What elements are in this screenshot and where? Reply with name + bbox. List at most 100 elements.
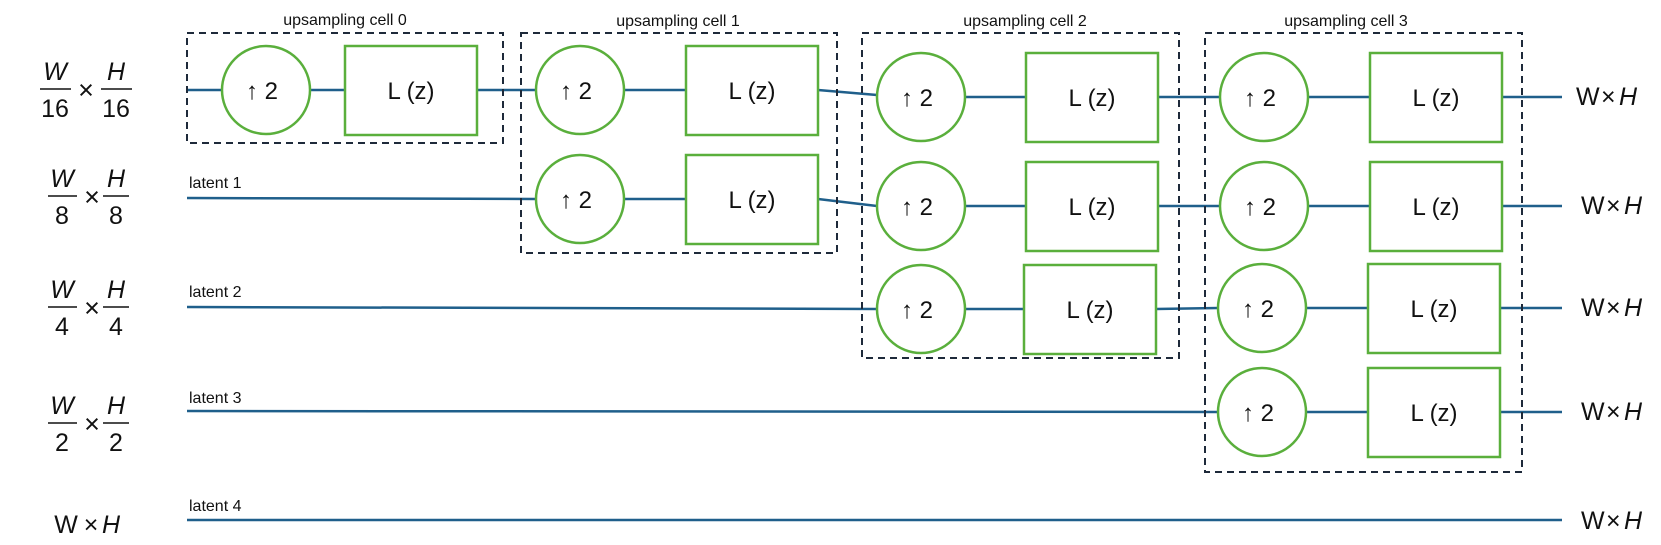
upsample-label: ↑ 2 [560, 187, 592, 214]
upsample-node [220, 44, 312, 136]
upsample-node [875, 263, 967, 355]
res-h-den: 4 [109, 313, 123, 341]
out-w: W [1581, 507, 1605, 535]
cell-2-box [861, 32, 1180, 359]
cell-labels: upsampling cell 0 upsampling cell 1 upsa… [283, 12, 1408, 30]
layer-box [1366, 262, 1502, 355]
output-row-3: W × H [1581, 398, 1643, 426]
upsample-node [534, 153, 626, 245]
layer-label: L (z) [1066, 297, 1113, 324]
latent-1-label: latent 1 [189, 175, 242, 192]
upsample-node [1216, 366, 1308, 458]
res-h-den: 2 [109, 429, 123, 457]
res-w: W [54, 511, 78, 539]
out-w: W [1581, 398, 1605, 426]
resolution-row-3: W 2 × H 2 [50, 392, 126, 457]
upsample-label: ↑ 2 [901, 297, 933, 324]
layer-label: L (z) [387, 78, 434, 105]
res-w-num: W [43, 58, 69, 86]
resolution-row-2: W 4 × H 4 [50, 276, 126, 341]
res-w-den: 8 [55, 202, 69, 230]
row0-line-c1-c2 [817, 88, 878, 97]
res-h-num: H [107, 392, 126, 420]
connection-lines [186, 88, 1562, 522]
row2-line-c2-c3 [1155, 306, 1219, 311]
layer-labels: L (z) L (z) L (z) L (z) L (z) L (z) L (z… [387, 78, 1459, 427]
upsample-node [1218, 160, 1310, 252]
out-w: W [1581, 192, 1605, 220]
res-h-num: H [107, 276, 126, 304]
res-times: × [84, 409, 100, 439]
cell-boxes [186, 32, 1523, 473]
upsample-label: ↑ 2 [560, 78, 592, 105]
res-h-num: H [107, 58, 126, 86]
out-w: W [1581, 294, 1605, 322]
fraction-bars [40, 88, 132, 424]
output-labels: W × H W × H W × H W × H W × H [1576, 83, 1643, 535]
layer-box [1368, 51, 1504, 144]
upsample-label: ↑ 2 [1242, 296, 1274, 323]
upsample-label: ↑ 2 [1244, 194, 1276, 221]
res-h: H [102, 511, 121, 539]
layer-label: L (z) [728, 78, 775, 105]
out-h: H [1624, 398, 1643, 426]
upsample-nodes [220, 44, 1310, 458]
cell-0-label: upsampling cell 0 [283, 12, 407, 29]
out-h: H [1619, 83, 1638, 111]
layer-box [684, 153, 820, 246]
res-w-num: W [50, 165, 76, 193]
layer-boxes [343, 44, 1504, 459]
upsample-node [1218, 51, 1310, 143]
res-h-num: H [107, 165, 126, 193]
upsample-node [1216, 262, 1308, 354]
res-times: × [84, 293, 100, 323]
layer-label: L (z) [1412, 194, 1459, 221]
layer-box [1368, 160, 1504, 253]
layer-label: L (z) [728, 187, 775, 214]
out-times: × [1606, 398, 1621, 426]
upsample-label: ↑ 2 [901, 194, 933, 221]
output-row-4: W × H [1581, 507, 1643, 535]
cell-2-label: upsampling cell 2 [963, 13, 1087, 30]
upsample-label: ↑ 2 [1244, 85, 1276, 112]
res-w-den: 2 [55, 429, 69, 457]
row2-line-in [186, 305, 878, 311]
res-h-den: 16 [102, 95, 130, 123]
res-w-den: 16 [41, 95, 69, 123]
cell-3-box [1204, 32, 1523, 473]
resolution-row-1: W 8 × H 8 [50, 165, 126, 230]
resolution-row-0: W 16 × H 16 [41, 58, 130, 123]
layer-box [1024, 160, 1160, 253]
resolution-labels: W 16 × H 16 W 8 × H 8 W 4 × H 4 W 2 × H … [41, 58, 130, 539]
latent-labels: latent 1 latent 2 latent 3 latent 4 [189, 175, 242, 515]
res-w-num: W [50, 392, 76, 420]
cell-3-label: upsampling cell 3 [1284, 13, 1408, 30]
layer-label: L (z) [1410, 296, 1457, 323]
upsample-node [534, 44, 626, 136]
out-times: × [1606, 192, 1621, 220]
cell-1-label: upsampling cell 1 [616, 13, 740, 30]
latent-3-label: latent 3 [189, 390, 242, 407]
out-w: W [1576, 83, 1600, 111]
upsample-node [875, 160, 967, 252]
out-times: × [1606, 507, 1621, 535]
res-times: × [84, 511, 99, 539]
out-h: H [1624, 507, 1643, 535]
latent-4-label: latent 4 [189, 498, 242, 515]
upsample-labels: ↑ 2 ↑ 2 ↑ 2 ↑ 2 ↑ 2 ↑ 2 ↑ 2 ↑ 2 ↑ 2 ↑ 2 [246, 78, 1276, 427]
output-row-1: W × H [1581, 192, 1643, 220]
res-w-den: 4 [55, 313, 69, 341]
upsample-label: ↑ 2 [1242, 400, 1274, 427]
layer-label: L (z) [1068, 194, 1115, 221]
out-times: × [1606, 294, 1621, 322]
cell-1-box [520, 32, 838, 254]
resolution-row-4: W × H [54, 511, 121, 539]
layer-label: L (z) [1068, 85, 1115, 112]
upsample-label: ↑ 2 [901, 85, 933, 112]
layer-box [343, 44, 479, 137]
out-times: × [1601, 83, 1616, 111]
layer-label: L (z) [1410, 400, 1457, 427]
layer-box [1366, 366, 1502, 459]
output-row-0: W × H [1576, 83, 1638, 111]
